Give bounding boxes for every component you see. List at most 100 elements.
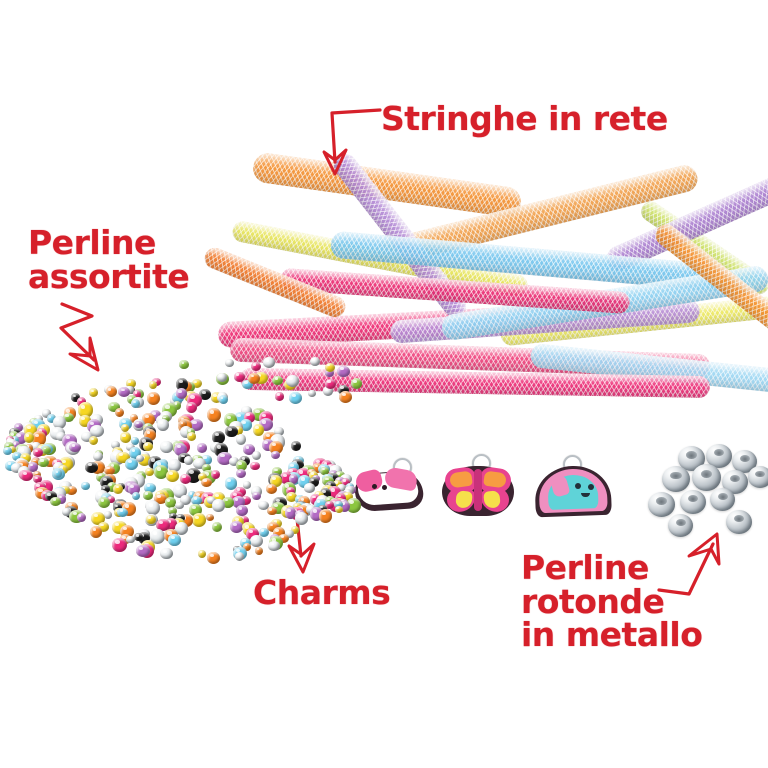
metal-round-bead	[710, 488, 735, 511]
assorted-bead	[230, 521, 243, 534]
assorted-bead	[258, 527, 269, 538]
metal-round-beads-group	[640, 444, 768, 544]
assorted-bead	[325, 378, 336, 389]
assorted-bead	[187, 491, 197, 500]
assorted-bead	[33, 475, 43, 484]
metal-round-bead	[662, 466, 690, 492]
assorted-bead	[201, 454, 212, 465]
assorted-bead	[309, 356, 321, 366]
metal-round-bead	[680, 490, 706, 514]
assorted-bead	[336, 483, 346, 493]
assorted-bead	[66, 485, 78, 495]
assorted-bead	[189, 419, 204, 432]
assorted-bead	[44, 491, 57, 502]
assorted-bead	[337, 365, 350, 377]
assorted-bead	[33, 470, 42, 478]
assorted-bead	[179, 473, 191, 484]
label-line-2: rotonde	[521, 581, 665, 621]
assorted-bead	[168, 458, 182, 473]
charm-heart-face	[534, 455, 612, 518]
label-line-3: in metallo	[521, 615, 703, 655]
assorted-bead	[10, 462, 23, 473]
label-charms: Charms	[253, 573, 391, 612]
assorted-bead	[110, 441, 120, 450]
assorted-bead	[289, 392, 303, 404]
bead-hole	[755, 470, 765, 478]
assorted-bead	[217, 372, 228, 383]
assorted-bead	[70, 393, 81, 403]
assorted-bead	[56, 494, 67, 504]
assorted-bead	[172, 483, 188, 498]
assorted-bead	[252, 423, 265, 436]
assorted-bead	[185, 401, 197, 413]
assorted-bead	[41, 446, 51, 454]
metal-round-bead	[722, 470, 748, 494]
assorted-bead	[129, 413, 139, 423]
metal-round-bead	[706, 444, 732, 468]
assorted-bead	[334, 470, 345, 480]
assorted-bead	[191, 379, 202, 389]
bead-hole	[733, 515, 745, 523]
assorted-bead	[235, 551, 245, 561]
assorted-bead	[81, 482, 90, 490]
assorted-bead	[224, 477, 238, 490]
assorted-bead	[191, 513, 206, 527]
assorted-bead	[233, 371, 245, 382]
assorted-bead	[143, 441, 153, 452]
assorted-bead	[268, 541, 280, 551]
assorted-bead	[41, 409, 52, 419]
assorted-bead	[288, 462, 299, 473]
assorted-bead	[112, 537, 127, 553]
label-perline-rotonde-in-metallo: Perline rotonde in metallo	[521, 548, 703, 655]
assorted-bead	[350, 378, 362, 389]
assorted-bead	[69, 442, 81, 453]
label-line-1: Perline	[521, 548, 649, 587]
assorted-bead	[189, 503, 202, 517]
assorted-bead	[197, 550, 207, 558]
assorted-bead	[212, 498, 225, 512]
assorted-bead	[263, 357, 276, 368]
assorted-bead	[12, 452, 23, 462]
label-perline-assortite: Perline assortite	[28, 223, 190, 293]
assorted-bead	[99, 476, 114, 488]
metal-round-bead	[732, 450, 757, 473]
assorted-bead	[121, 424, 130, 432]
assorted-bead	[168, 534, 182, 546]
assorted-bead	[216, 451, 232, 466]
assorted-bead	[291, 525, 300, 535]
charm-butterfly	[442, 454, 514, 518]
assorted-bead	[318, 504, 328, 514]
assorted-bead	[134, 420, 144, 429]
assorted-bead	[129, 446, 142, 459]
assorted-bead	[127, 483, 141, 495]
assorted-bead	[53, 469, 63, 478]
metal-round-bead	[748, 466, 768, 489]
assorted-bead	[112, 503, 123, 513]
label-line-1: Perline	[28, 223, 156, 262]
assorted-bead	[235, 459, 248, 471]
assorted-bead	[76, 397, 87, 407]
assorted-bead	[284, 529, 294, 538]
assorted-bead	[265, 483, 277, 494]
assorted-bead	[126, 535, 135, 544]
assorted-bead	[159, 441, 174, 454]
arrow-to-metal-beads	[657, 532, 721, 596]
assorted-bead	[254, 546, 264, 556]
assorted-bead	[342, 491, 353, 501]
arrow-to-mesh-cords	[322, 108, 382, 176]
bead-hole	[739, 455, 750, 462]
assorted-bead	[144, 482, 156, 493]
assorted-bead	[62, 507, 71, 516]
assorted-bead	[28, 462, 38, 472]
assorted-bead	[272, 527, 286, 539]
assorted-bead	[250, 461, 260, 470]
assorted-bead	[280, 472, 293, 484]
assorted-bead	[97, 522, 109, 532]
assorted-bead	[274, 392, 285, 401]
assorted-bead	[270, 450, 281, 460]
bead-hole	[729, 475, 741, 483]
assorted-bead	[267, 506, 277, 516]
assorted-bead	[252, 491, 261, 500]
